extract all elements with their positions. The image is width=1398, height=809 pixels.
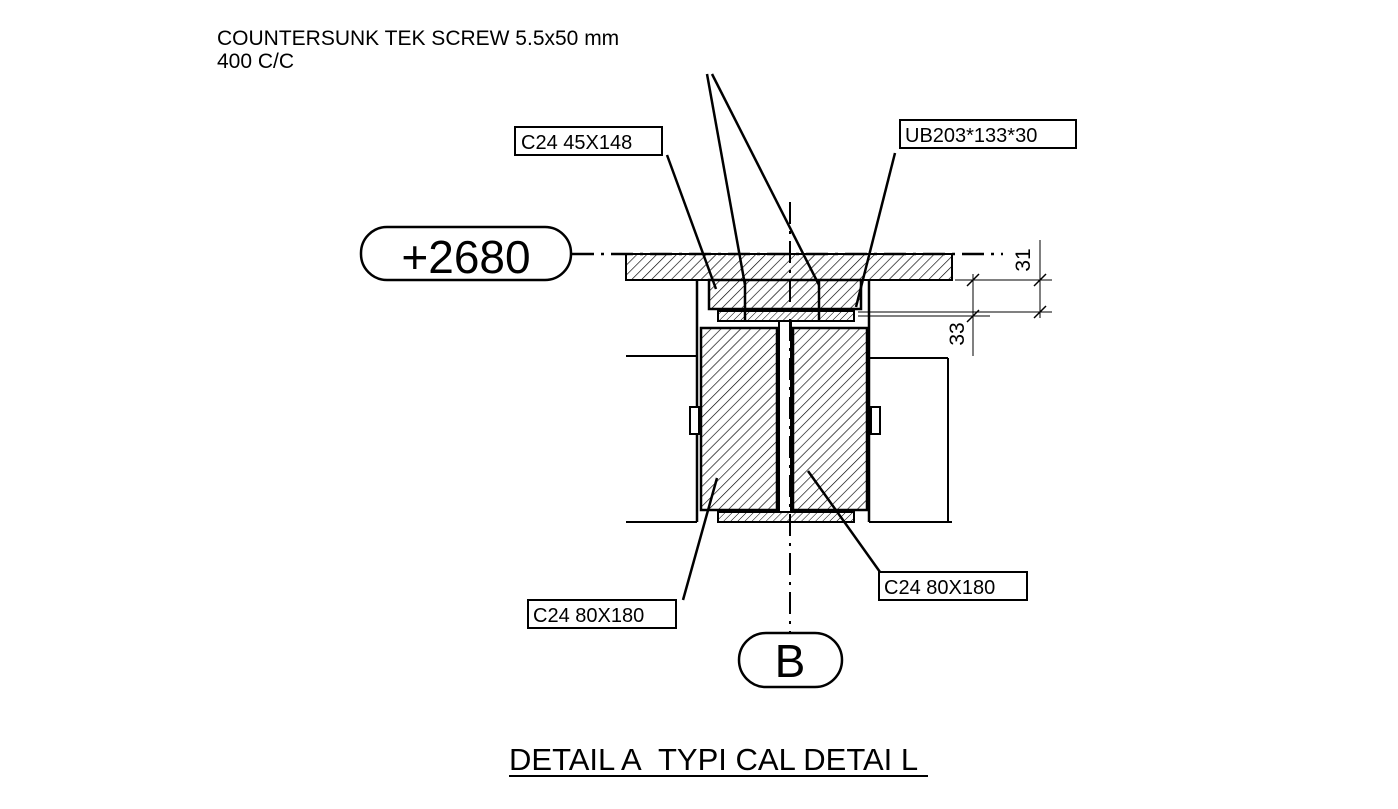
screw-note-line2: 400 C/C (217, 50, 294, 73)
left-timber (699, 326, 779, 512)
label-top-left: C24 45X148 (514, 126, 718, 290)
label-bottom-left-text: C24 80X180 (533, 605, 644, 627)
label-top-right: UB203*133*30 (854, 119, 1077, 308)
dimension-31: 31 (1012, 248, 1035, 271)
label-bottom-left: C24 80X180 (527, 477, 719, 629)
screw-note-line1: COUNTERSUNK TEK SCREW 5.5x50 mm (217, 27, 619, 50)
level-tag-text: +2680 (401, 231, 530, 283)
label-top-right-text: UB203*133*30 (905, 125, 1037, 147)
screw-leaders (705, 73, 821, 286)
label-bottom-right: C24 80X180 (806, 470, 1028, 601)
top-timber (707, 278, 863, 311)
bolt-nuts (689, 406, 881, 435)
outer-framing (626, 280, 952, 523)
title-part2: TYPI CAL DETAI L (658, 742, 918, 777)
right-timber (791, 326, 869, 512)
screws (743, 280, 821, 320)
dimensions: 31 33 (858, 240, 1052, 356)
grid-tag: B (737, 631, 844, 689)
dimension-33: 33 (946, 322, 969, 345)
label-top-left-text: C24 45X148 (521, 132, 632, 154)
label-bottom-right-text: C24 80X180 (884, 577, 995, 599)
steel-top-flange (717, 310, 855, 322)
detail-title: DETAIL A TYPI CAL DETAI L (509, 742, 928, 777)
level-tag: +2680 (359, 225, 573, 283)
grid-tag-text: B (775, 635, 806, 687)
title-part1: DETAIL A (509, 742, 642, 777)
steel-bottom-flange (717, 511, 855, 523)
